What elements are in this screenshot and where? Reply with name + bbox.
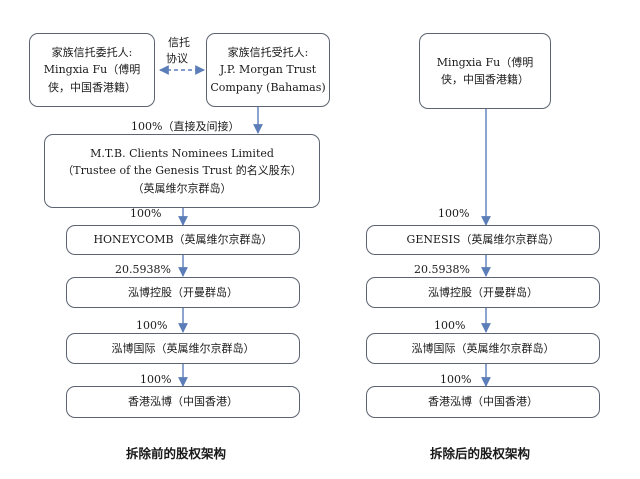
nominee-box: M.T.B. Clients Nominees Limited （Trustee…: [44, 134, 320, 208]
trustee-line1: 家族信托受托人:: [227, 46, 309, 60]
hk-label-left: 香港泓博（中国香港）: [128, 395, 238, 409]
owner-line2: 侠，中国香港籍）: [441, 73, 529, 86]
owner-line1: Mingxia Fu（傅明: [436, 55, 534, 69]
hk-box-left: 香港泓博（中国香港）: [66, 386, 300, 418]
intl-label-right: 泓博国际（英属维尔京群岛）: [411, 341, 555, 355]
hk-label-right: 香港泓博（中国香港）: [428, 395, 538, 409]
intl-box-left: 泓博国际（英属维尔京群岛）: [66, 333, 300, 364]
pct-direct-indirect: 100%（直接及间接）: [131, 120, 240, 133]
pct-holding-intl-left: 100%: [136, 319, 168, 332]
holding-box-left: 泓博控股（开曼群岛）: [66, 277, 300, 308]
agreement-label-line2: 协议: [166, 52, 188, 65]
caption-after: 拆除后的股权架构: [430, 446, 531, 461]
agreement-label-line1: 信托: [168, 36, 190, 49]
owner-box: Mingxia Fu（傅明 侠，中国香港籍）: [419, 33, 551, 109]
honeycomb-label: HONEYCOMB（英属维尔京群岛）: [93, 233, 273, 247]
holding-box-right: 泓博控股（开曼群岛）: [366, 277, 600, 308]
pct-owner-genesis: 100%: [438, 207, 470, 220]
trustee-line3: Company (Bahamas): [210, 80, 326, 94]
genesis-box: GENESIS（英属维尔京群岛）: [366, 225, 600, 255]
settlor-line2: Mingxia Fu（傅明: [43, 63, 141, 77]
pct-intl-hk-left: 100%: [140, 373, 172, 386]
nominee-line1: M.T.B. Clients Nominees Limited: [90, 147, 274, 161]
caption-before: 拆除前的股权架构: [126, 446, 227, 461]
hk-box-right: 香港泓博（中国香港）: [366, 386, 600, 418]
settlor-box: 家族信托委托人: Mingxia Fu（傅明 侠，中国香港籍）: [29, 33, 155, 107]
settlor-line3: 侠，中国香港籍）: [48, 80, 136, 94]
holding-label-right: 泓博控股（开曼群岛）: [428, 285, 538, 299]
trustee-box: 家族信托受托人: J.P. Morgan Trust Company (Baha…: [206, 33, 330, 107]
pct-nominee-honeycomb: 100%: [130, 207, 162, 220]
pct-honeycomb-holding: 20.5938%: [115, 263, 171, 276]
nominee-line2: （Trustee of the Genesis Trust 的名义股东）: [62, 164, 302, 178]
intl-box-right: 泓博国际（英属维尔京群岛）: [366, 333, 600, 364]
settlor-line1: 家族信托委托人:: [51, 46, 133, 60]
pct-intl-hk-right: 100%: [440, 373, 472, 386]
intl-label-left: 泓博国际（英属维尔京群岛）: [111, 341, 255, 355]
pct-holding-intl-right: 100%: [434, 319, 466, 332]
nominee-line3: （英属维尔京群岛）: [132, 181, 232, 195]
honeycomb-box: HONEYCOMB（英属维尔京群岛）: [66, 225, 300, 255]
pct-genesis-holding: 20.5938%: [414, 263, 470, 276]
trustee-line2: J.P. Morgan Trust: [219, 63, 317, 77]
genesis-label: GENESIS（英属维尔京群岛）: [406, 233, 560, 247]
holding-label-left: 泓博控股（开曼群岛）: [128, 285, 238, 299]
